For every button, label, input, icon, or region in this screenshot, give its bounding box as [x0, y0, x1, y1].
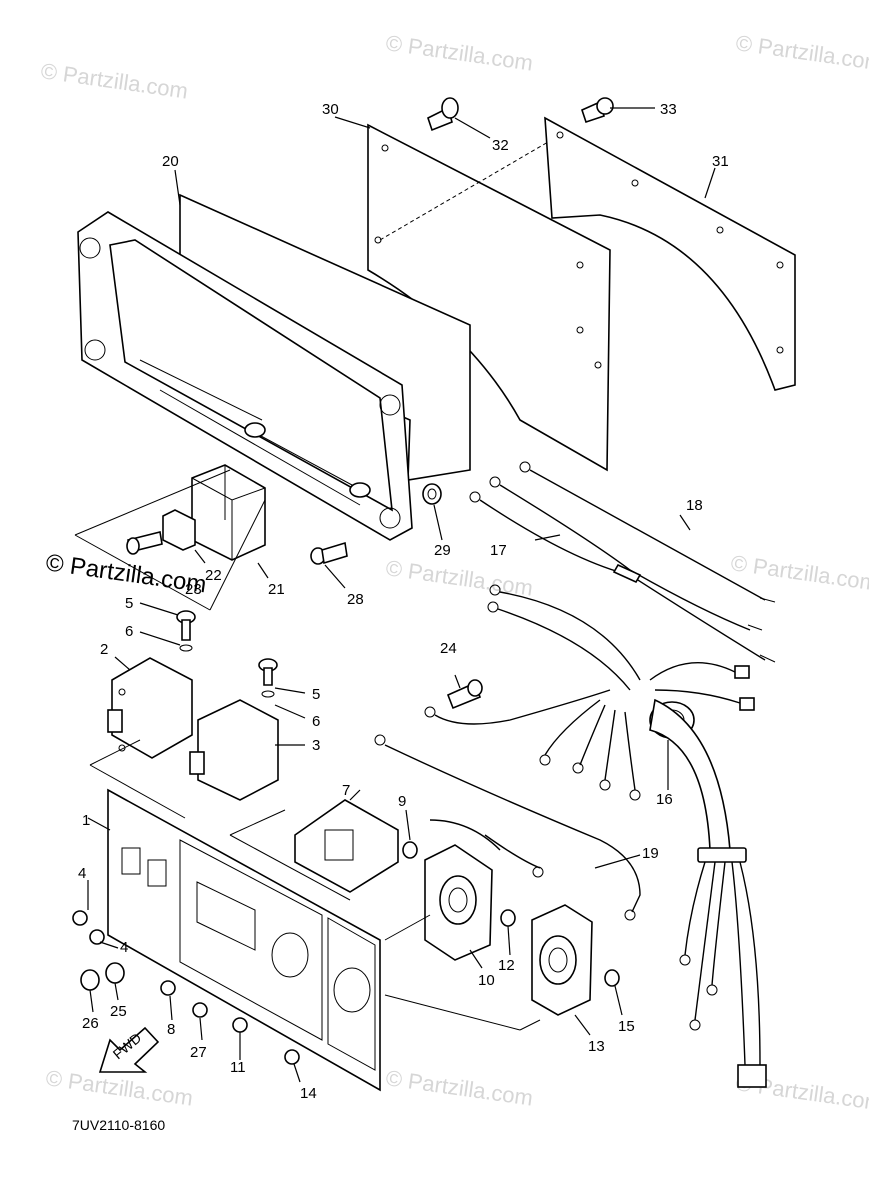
- box-21: [191, 464, 266, 561]
- callout-13: 13: [588, 1038, 605, 1055]
- callout-24: 24: [440, 640, 457, 657]
- screw-33: [581, 97, 614, 124]
- callout-11: 11: [230, 1059, 246, 1076]
- leader-lines: [74, 107, 716, 1083]
- callout-23: 23: [185, 581, 202, 598]
- callout-30: 30: [322, 101, 339, 118]
- wire-19: [374, 689, 641, 921]
- screw-5: [176, 610, 278, 686]
- callout-31: 31: [712, 153, 729, 170]
- breaker-2: [107, 657, 193, 759]
- callout-16: 16: [656, 791, 673, 808]
- callout-4: 4: [78, 865, 86, 882]
- callout-1: 1: [82, 812, 90, 829]
- callout-26: 26: [82, 1015, 99, 1032]
- screw-32: [427, 97, 459, 132]
- callout-18: 18: [686, 497, 703, 514]
- callout-9: 9: [398, 793, 406, 810]
- callout-15: 15: [618, 1018, 635, 1035]
- wire-16: [487, 584, 767, 1088]
- callout-29: 29: [434, 542, 451, 559]
- washer-6: [179, 644, 275, 698]
- breaker-3: [189, 699, 279, 801]
- callout-22: 22: [205, 567, 222, 584]
- callout-labels: 30 32 33 31 20 21 22 23 28 29 17 18 5 6 …: [78, 101, 729, 1102]
- outlet-7: [294, 799, 399, 893]
- callout-8: 8: [167, 1021, 175, 1038]
- wire-17-18: [469, 461, 776, 663]
- screw-28: [310, 541, 348, 565]
- callout-25: 25: [110, 1003, 127, 1020]
- diagram-code: 7UV2110-8160: [72, 1117, 165, 1133]
- callout-14: 14: [300, 1085, 317, 1102]
- watermark: © Partzilla.com: [729, 550, 869, 595]
- watermark: © Partzilla.com: [384, 30, 534, 75]
- bracket-22: [162, 509, 196, 551]
- panel-fasteners: [72, 910, 300, 1065]
- callout-33: 33: [660, 101, 677, 118]
- plate-31: [544, 116, 796, 391]
- housing-20: [77, 193, 471, 541]
- callout-28: 28: [347, 591, 364, 608]
- callout-10: 10: [478, 972, 495, 989]
- callout-7: 7: [342, 782, 350, 799]
- callout-17: 17: [490, 542, 507, 559]
- callout-32: 32: [492, 137, 509, 154]
- callout-20: 20: [162, 153, 179, 170]
- callout-27: 27: [190, 1044, 207, 1061]
- watermark: © Partzilla.com: [734, 30, 869, 75]
- watermark-large: © Partzilla.com: [44, 549, 208, 598]
- callout-6: 6: [125, 623, 133, 640]
- callout-12: 12: [498, 957, 515, 974]
- panel-1: [107, 788, 381, 1092]
- callout-5: 5: [125, 595, 133, 612]
- outlet-10: [424, 844, 493, 961]
- callout-21: 21: [268, 581, 285, 598]
- callout-6b: 6: [312, 713, 320, 730]
- watermark: © Partzilla.com: [39, 58, 189, 103]
- callout-4b: 4: [120, 939, 128, 956]
- screw-23: [126, 531, 163, 555]
- watermark: © Partzilla.com: [384, 1065, 534, 1110]
- fwd-arrow: FWD: [98, 1026, 160, 1073]
- outlet-13: [531, 904, 593, 1016]
- nut-29: [422, 483, 442, 505]
- fasteners: [402, 679, 620, 987]
- callout-3: 3: [312, 737, 320, 754]
- callout-19: 19: [642, 845, 659, 862]
- callout-5b: 5: [312, 686, 320, 703]
- callout-2: 2: [100, 641, 108, 658]
